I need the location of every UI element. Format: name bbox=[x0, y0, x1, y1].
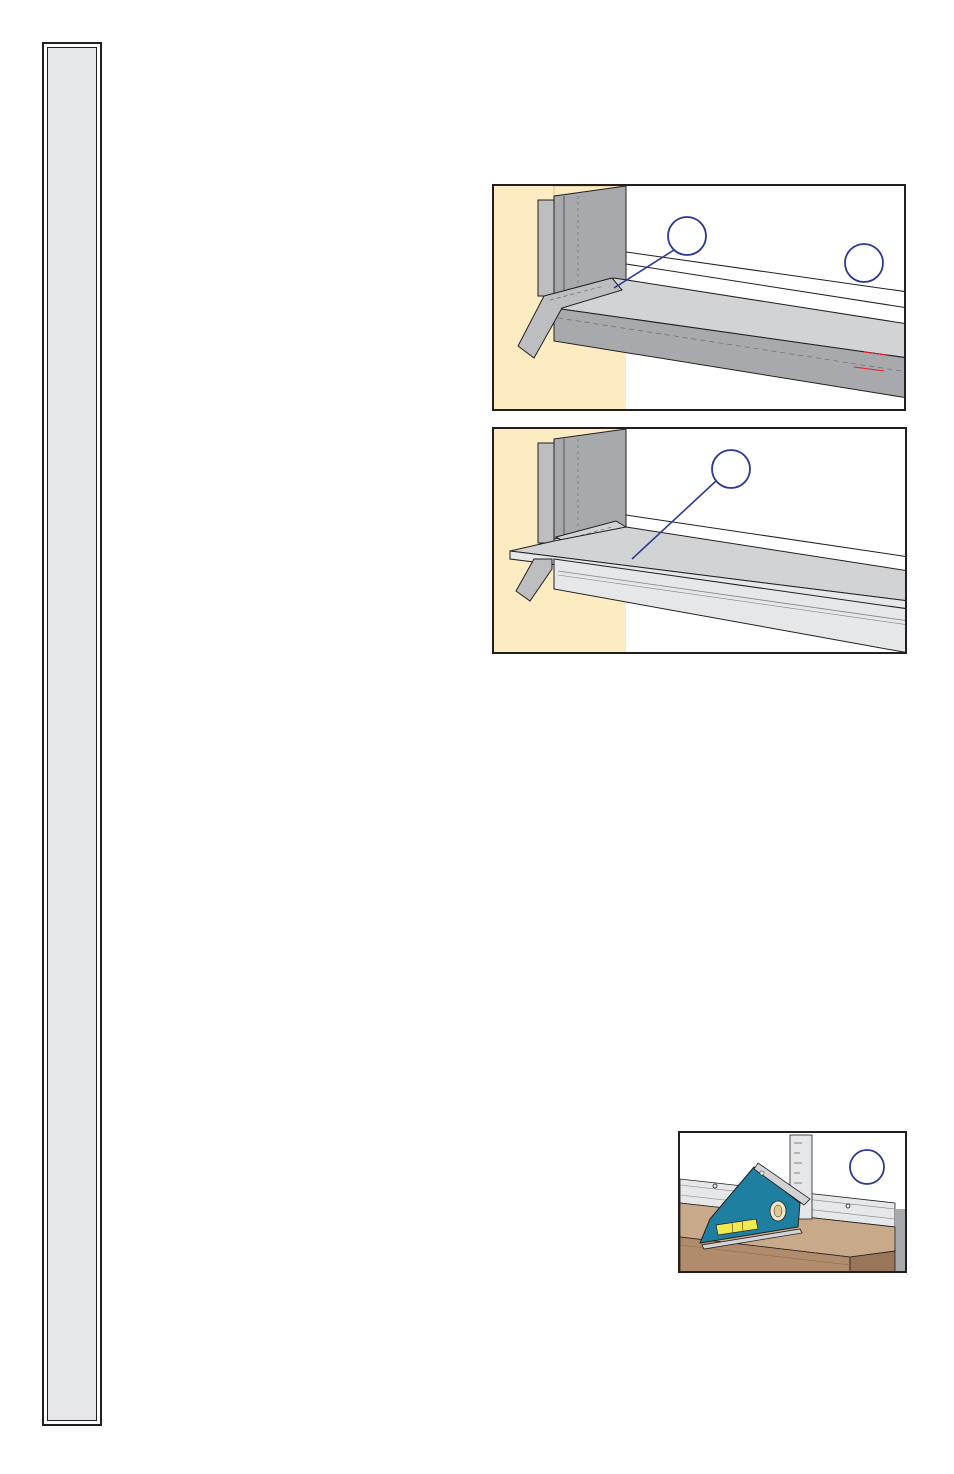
sidebar-tab-fill bbox=[47, 47, 97, 1421]
figure-sill-installed bbox=[492, 427, 907, 654]
square-check-illustration bbox=[680, 1133, 907, 1273]
sill-installed-illustration bbox=[494, 429, 907, 654]
callout-circle bbox=[845, 244, 883, 282]
callout-circle bbox=[668, 217, 706, 255]
figure-square-check bbox=[678, 1131, 907, 1273]
sidebar-tab bbox=[42, 42, 102, 1426]
figure-sill-flashing-fold bbox=[492, 184, 906, 411]
sill-flashing-illustration bbox=[494, 186, 906, 411]
callout-circle bbox=[712, 450, 750, 488]
callout-circle bbox=[850, 1150, 884, 1184]
